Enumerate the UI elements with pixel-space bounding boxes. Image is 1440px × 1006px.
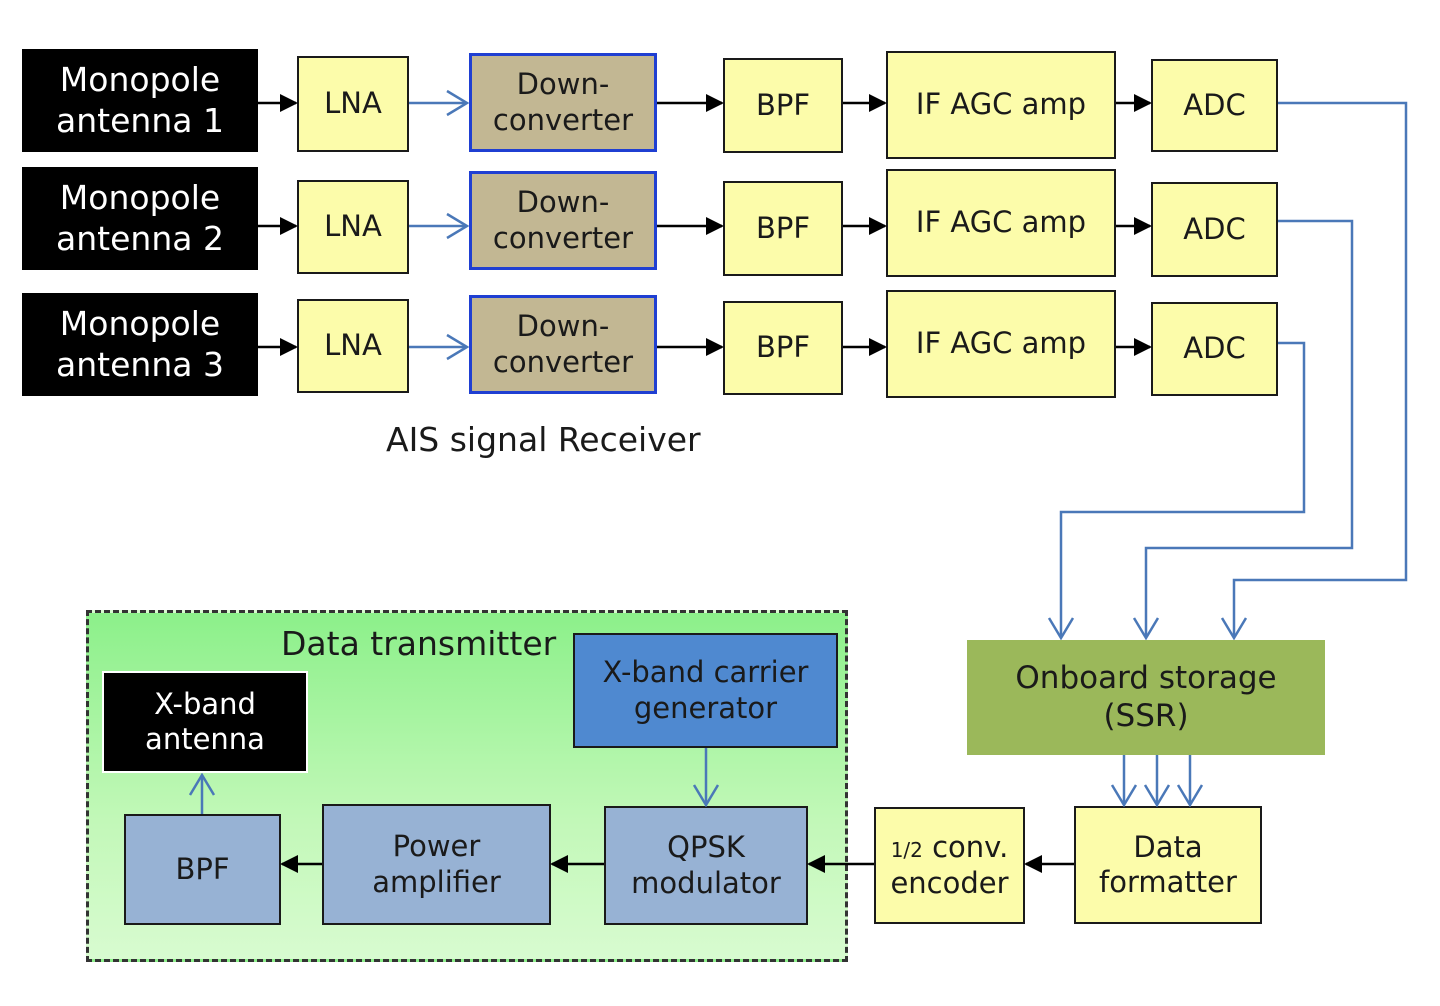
encoder-label-line1: conv. bbox=[922, 830, 1009, 865]
bpf-1: BPF bbox=[723, 58, 843, 153]
downconverter-2: Down- converter bbox=[469, 171, 657, 270]
monopole-antenna-1: Monopole antenna 1 bbox=[22, 49, 258, 152]
if-agc-amp-2: IF AGC amp bbox=[886, 169, 1116, 277]
bpf-2: BPF bbox=[723, 181, 843, 276]
wire-adc2-storage bbox=[1146, 219, 1354, 638]
data-formatter: Data formatter bbox=[1074, 806, 1262, 924]
monopole-antenna-2: Monopole antenna 2 bbox=[22, 167, 258, 270]
lna-3: LNA bbox=[297, 299, 409, 393]
lna-1: LNA bbox=[297, 56, 409, 152]
adc-3: ADC bbox=[1151, 302, 1278, 396]
x-band-carrier-generator: X-band carrier generator bbox=[573, 633, 838, 748]
bpf-3: BPF bbox=[723, 301, 843, 395]
x-band-antenna: X-band antenna bbox=[102, 671, 308, 773]
downconverter-1: Down- converter bbox=[469, 53, 657, 152]
lna-2: LNA bbox=[297, 180, 409, 274]
transmitter-label: Data transmitter bbox=[281, 624, 557, 663]
adc-2: ADC bbox=[1151, 182, 1278, 277]
tx-bpf: BPF bbox=[124, 814, 281, 925]
adc-1: ADC bbox=[1151, 59, 1278, 152]
if-agc-amp-1: IF AGC amp bbox=[886, 51, 1116, 159]
onboard-storage: Onboard storage (SSR) bbox=[967, 640, 1325, 755]
qpsk-modulator: QPSK modulator bbox=[604, 806, 808, 925]
monopole-antenna-3: Monopole antenna 3 bbox=[22, 293, 258, 396]
wire-adc3-storage bbox=[1061, 341, 1306, 638]
receiver-label: AIS signal Receiver bbox=[386, 420, 701, 459]
encoder-label-line2: encoder bbox=[890, 865, 1009, 900]
wire-adc1-storage bbox=[1234, 101, 1408, 638]
conv-encoder: 1/2 conv. encoder bbox=[874, 807, 1025, 924]
code-rate: 1/2 bbox=[890, 838, 923, 863]
downconverter-3: Down- converter bbox=[469, 295, 657, 394]
power-amplifier: Power amplifier bbox=[322, 804, 551, 925]
if-agc-amp-3: IF AGC amp bbox=[886, 290, 1116, 398]
